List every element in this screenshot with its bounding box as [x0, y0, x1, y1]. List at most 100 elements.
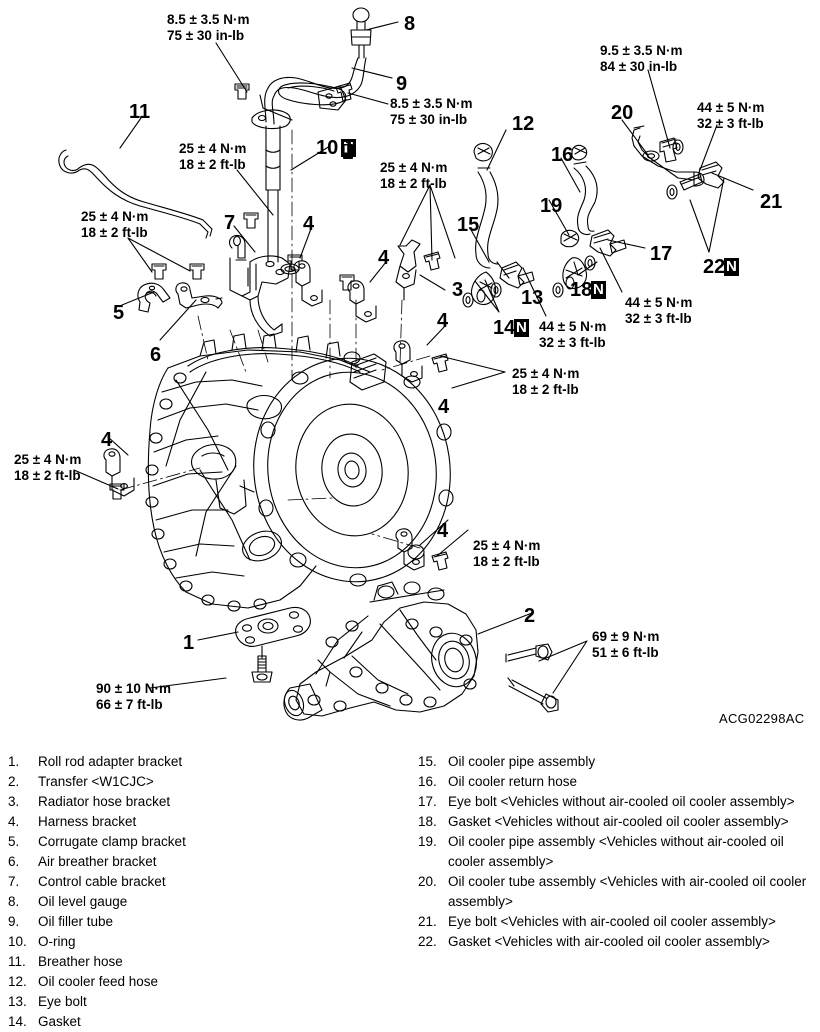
- legend-item-number: 21.: [418, 914, 437, 929]
- torque-imperial: 32 ± 3 ft-lb: [539, 334, 606, 350]
- legend-item: 22.Gasket <Vehicles with air-cooled oil …: [418, 932, 816, 952]
- torque-spec-eye-bolt-17: 44 ± 5 N·m 32 ± 3 ft-lb: [625, 295, 692, 326]
- legend-item: 9. Oil filler tube: [8, 912, 408, 932]
- legend-item-number: 15.: [418, 754, 437, 769]
- legend-item: 17. Eye bolt <Vehicles without air-cooled…: [418, 792, 816, 812]
- torque-metric: 25 ± 4 N·m: [380, 160, 448, 175]
- bolt-bracket-5: [151, 263, 167, 280]
- part-harness-bracket-4b: [347, 280, 377, 323]
- torque-spec-eye-bolt-13: 44 ± 5 N·m 32 ± 3 ft-lb: [539, 319, 606, 350]
- torque-spec-transfer: 69 ± 9 N·m 51 ± 6 ft-lb: [592, 629, 659, 660]
- part-harness-bracket-4e: [103, 448, 135, 497]
- torque-spec-filler-upper: 8.5 ± 3.5 N·m 75 ± 30 in-lb: [167, 12, 249, 43]
- torque-metric: 9.5 ± 3.5 N·m: [600, 43, 683, 58]
- legend-item-number: 2.: [8, 774, 20, 789]
- legend-item-number: 9.: [8, 914, 20, 929]
- clamp-hose-16: [571, 144, 588, 161]
- legend-item-label: Transfer <W1CJC>: [38, 774, 154, 789]
- torque-imperial: 51 ± 6 ft-lb: [592, 644, 659, 660]
- legend-item: 5. Corrugate clamp bracket: [8, 832, 408, 852]
- new-part-symbol-22: N: [724, 258, 739, 276]
- legend-item: 7.Control cable bracket: [8, 872, 408, 892]
- torque-spec-brackets-5-6: 25 ± 4 N·m 18 ± 2 ft-lb: [81, 209, 148, 240]
- legend-item-label: Breather hose: [38, 954, 123, 969]
- callout-4b: 4: [378, 247, 390, 269]
- part-eye-bolt-13: [499, 261, 535, 289]
- torque-metric: 44 ± 5 N·m: [697, 100, 765, 115]
- legend-item: 4.Harness bracket: [8, 812, 408, 832]
- bolt-bracket-3: [423, 251, 441, 271]
- torque-spec-roll-rod: 90 ± 10 N·m 66 ± 7 ft-lb: [96, 681, 171, 712]
- callout-5: 5: [113, 302, 125, 324]
- legend-item: 20. Oil cooler tube assembly <Vehicles wi…: [418, 872, 816, 912]
- torque-metric: 25 ± 4 N·m: [473, 538, 541, 553]
- torque-metric: 69 ± 9 N·m: [592, 629, 660, 644]
- legend-item-label: Eye bolt <Vehicles without air-cooled oi…: [448, 794, 795, 809]
- part-control-cable-bracket: [229, 234, 291, 337]
- legend-item-label: Oil filler tube: [38, 914, 114, 929]
- torque-spec-cooler-tube: 9.5 ± 3.5 N·m 84 ± 30 in-lb: [600, 43, 682, 74]
- callout-16: 16: [551, 144, 574, 166]
- legend-item-number: 14.: [8, 1014, 27, 1029]
- legend-item-number: 18.: [418, 814, 437, 829]
- bolt-transfer-short: [505, 643, 553, 663]
- torque-spec-brackets-center: 25 ± 4 N·m 18 ± 2 ft-lb: [380, 160, 447, 191]
- legend-item-label: Oil cooler tube assembly <Vehicles with …: [448, 874, 807, 909]
- torque-metric: 25 ± 4 N·m: [14, 452, 82, 467]
- parts-legend: 1. Roll rod adapter bracket 2. Transfer <W1…: [0, 752, 820, 1029]
- legend-item-label: Roll rod adapter bracket: [38, 754, 183, 769]
- legend-item-label: Air breather bracket: [38, 854, 157, 869]
- legend-item: 3.Radiator hose bracket: [8, 792, 408, 812]
- torque-imperial: 75 ± 30 in-lb: [167, 27, 245, 43]
- torque-imperial: 18 ± 2 ft-lb: [14, 467, 81, 483]
- legend-item: 8.Oil level gauge: [8, 892, 408, 912]
- bolt-roll-rod: [251, 655, 273, 683]
- gasket-22b: [672, 139, 684, 155]
- torque-imperial: 18 ± 2 ft-lb: [179, 156, 246, 172]
- torque-spec-bracket-4-lower: 25 ± 4 N·m 18 ± 2 ft-lb: [473, 538, 540, 569]
- new-part-symbol-10: N: [341, 139, 357, 159]
- part-transmission-case: [145, 333, 454, 612]
- callout-22: 22: [703, 256, 726, 278]
- callout-11: 11: [129, 101, 151, 123]
- legend-item-number: 5.: [8, 834, 20, 849]
- legend-item-number: 17.: [418, 794, 437, 809]
- legend-item: 12.Oil cooler feed hose: [8, 972, 408, 992]
- part-oil-level-gauge: [350, 7, 372, 59]
- legend-item-label: Radiator hose bracket: [38, 794, 171, 809]
- callout-1: 1: [183, 632, 195, 654]
- part-harness-bracket-4f: [395, 528, 425, 571]
- bolt-bracket-4b: [339, 274, 355, 291]
- callout-14: 14: [493, 317, 516, 339]
- part-radiator-hose-bracket: [395, 239, 421, 301]
- part-roll-rod-adapter-bracket: [235, 606, 311, 659]
- figure-reference-code: ACG02298AC: [719, 711, 805, 726]
- legend-item-label: Oil cooler feed hose: [38, 974, 159, 989]
- bolt-bracket-7: [243, 212, 259, 229]
- legend-item-number: 20.: [418, 874, 437, 889]
- bolt-bracket-6: [189, 263, 205, 280]
- legend-item-number: 1.: [8, 754, 20, 769]
- legend-item-label: Eye bolt: [38, 994, 87, 1009]
- part-oil-cooler-return-hose: [573, 161, 598, 236]
- bolt-bracket-4c: [431, 353, 449, 373]
- legend-item: 16.Oil cooler return hose: [418, 772, 816, 792]
- torque-metric: 25 ± 4 N·m: [81, 209, 149, 224]
- torque-imperial: 18 ± 2 ft-lb: [380, 175, 447, 191]
- bolt-filler-upper-left: [234, 83, 250, 100]
- torque-metric: 90 ± 10 N·m: [96, 681, 171, 696]
- gasket-14a: [462, 292, 474, 308]
- torque-metric: 8.5 ± 3.5 N·m: [390, 96, 473, 111]
- legend-item-number: 22.: [418, 934, 437, 949]
- legend-item-label: Corrugate clamp bracket: [38, 834, 186, 849]
- gasket-22a: [666, 184, 678, 200]
- part-corrugate-clamp-bracket: [137, 282, 171, 313]
- n-badge: N: [591, 281, 606, 299]
- callout-17: 17: [650, 243, 673, 265]
- legend-item-label: O-ring: [38, 934, 76, 949]
- gasket-18a: [552, 282, 564, 298]
- torque-imperial: 32 ± 3 ft-lb: [697, 115, 764, 131]
- bolt-transfer-long: [507, 677, 559, 713]
- part-eye-bolt-17: [589, 229, 627, 257]
- torque-imperial: 18 ± 2 ft-lb: [81, 224, 148, 240]
